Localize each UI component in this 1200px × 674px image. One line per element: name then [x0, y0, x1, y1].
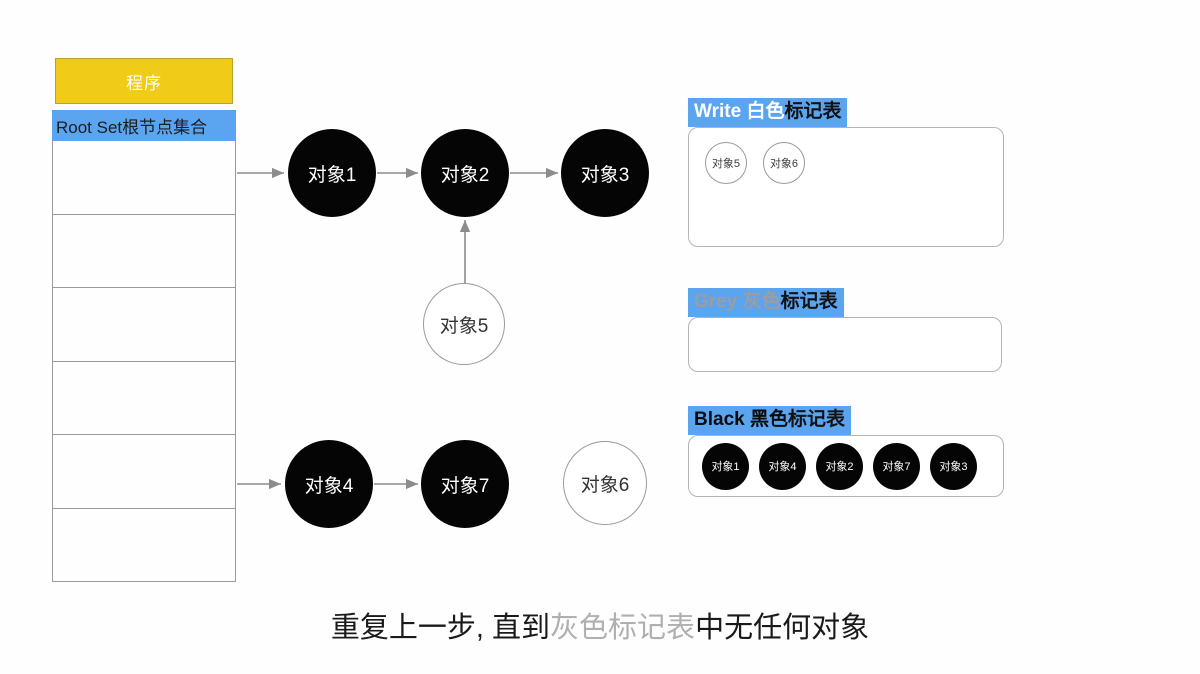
marker-table-title-grey: Grey 灰色标记表 [688, 288, 844, 317]
caption-lead: 重复上一步, 直到 [330, 612, 551, 644]
root-set-rows [52, 141, 236, 582]
graph-node-obj7: 对象7 [421, 440, 509, 528]
caption: 重复上一步, 直到灰色标记表中无任何对象 [0, 604, 1200, 646]
root-set-row [53, 288, 235, 362]
marker-title-en-write: Write [694, 101, 747, 122]
graph-node-label: 对象7 [440, 475, 490, 497]
marker-chip: 对象2 [816, 442, 863, 490]
caption-muted-term: 灰色标记表 [550, 612, 696, 644]
graph-node-obj4: 对象4 [285, 440, 373, 528]
root-set-row [53, 362, 235, 435]
marker-title-tail-grey: 标记表 [780, 291, 838, 312]
marker-chip: 对象7 [873, 442, 920, 490]
marker-chip-label: 对象2 [825, 461, 854, 473]
root-set-row [53, 141, 235, 215]
root-set-row [53, 509, 235, 582]
marker-table-body-black: 对象1 对象4 对象2 对象7 对象3 [688, 435, 1004, 497]
marker-chip: 对象4 [759, 442, 806, 490]
program-title: 程序 [126, 73, 162, 93]
marker-chip-label: 对象4 [768, 461, 797, 473]
program-box: 程序 [55, 58, 233, 104]
marker-title-en-black: Black [694, 409, 750, 430]
marker-table-body-write: 对象5 对象6 [688, 127, 1004, 247]
root-set-table: Root Set根节点集合 [52, 110, 236, 582]
caption-tail: 中无任何对象 [695, 612, 870, 644]
marker-chip: 对象6 [763, 142, 805, 184]
graph-node-obj2: 对象2 [421, 129, 509, 217]
graph-node-obj3: 对象3 [561, 129, 649, 217]
marker-title-color-word-write: 白色 [746, 101, 785, 122]
root-set-header: Root Set根节点集合 [52, 110, 236, 141]
marker-title-color-word-grey: 灰色 [742, 291, 781, 312]
graph-node-label: 对象2 [440, 164, 490, 186]
graph-node-obj5: 对象5 [423, 283, 505, 365]
marker-chip-label: 对象5 [711, 158, 741, 170]
marker-table-title-black: Black 黑色标记表 [688, 406, 852, 435]
marker-chip: 对象5 [705, 142, 747, 184]
graph-node-label: 对象6 [580, 474, 630, 496]
graph-node-obj1: 对象1 [288, 129, 376, 217]
graph-node-label: 对象5 [439, 315, 489, 337]
marker-chip: 对象3 [930, 442, 977, 490]
graph-node-label: 对象1 [307, 164, 357, 186]
marker-chip-label: 对象1 [711, 461, 740, 473]
marker-title-en-grey: Grey [694, 291, 743, 312]
graph-node-label: 对象4 [304, 475, 354, 497]
marker-table-body-grey [688, 317, 1002, 372]
root-set-row [53, 435, 235, 509]
root-set-label: Root Set根节点集合 [56, 118, 208, 137]
marker-chip-label: 对象3 [939, 461, 968, 473]
root-set-row [53, 215, 235, 288]
graph-node-label: 对象3 [580, 164, 630, 186]
marker-chip: 对象1 [702, 442, 749, 490]
graph-node-obj6: 对象6 [563, 441, 647, 525]
marker-chip-label: 对象7 [882, 461, 911, 473]
marker-table-title-write: Write 白色标记表 [688, 98, 848, 127]
marker-title-tail-black: 标记表 [788, 409, 846, 430]
marker-chip-label: 对象6 [769, 158, 799, 170]
marker-title-color-word-black: 黑色 [749, 409, 788, 430]
marker-title-tail-write: 标记表 [784, 101, 842, 122]
